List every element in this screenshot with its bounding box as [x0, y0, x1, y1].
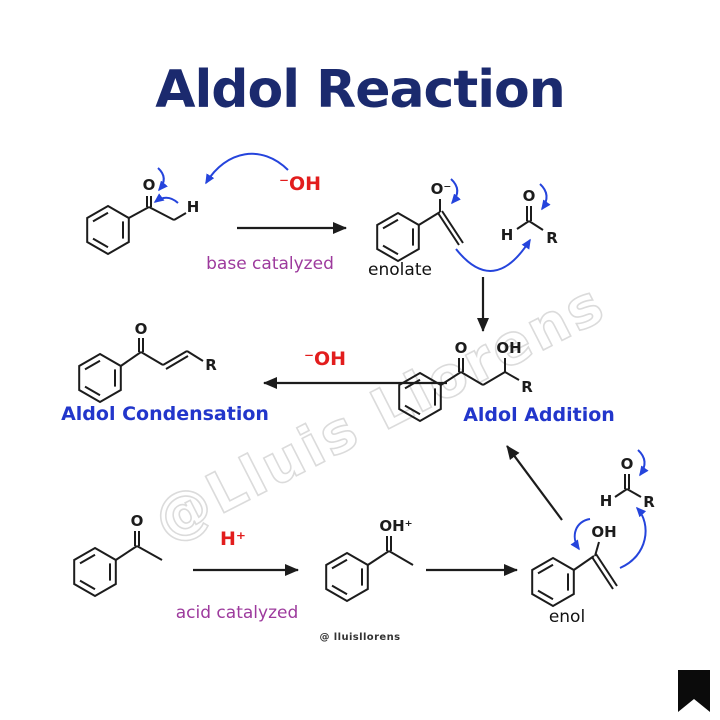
atom-r-label: R — [521, 378, 533, 396]
acid-pathway-label: acid catalyzed — [176, 603, 299, 623]
aldol-condensation-structure — [78, 338, 204, 403]
curved-arrow-aldehyde-o-top — [539, 183, 551, 211]
page-title: Aldol Reaction — [155, 60, 566, 120]
enol-label: enol — [549, 607, 585, 627]
base-pathway-label: base catalyzed — [206, 254, 334, 274]
atom-o-label: O — [455, 339, 468, 357]
enolate-structure — [376, 199, 464, 262]
atom-oh-label: OH — [496, 339, 521, 357]
atom-o-label: O — [523, 187, 536, 205]
acetophenone-structure-acid — [73, 531, 163, 597]
atom-r-label: R — [643, 493, 655, 511]
curved-arrow-enolate-attack — [455, 238, 531, 272]
curved-arrow-enol-oh — [570, 518, 591, 551]
atom-oh-plus-label: OH⁺ — [379, 517, 412, 535]
atom-h-label: H — [600, 492, 613, 510]
atom-o-minus-label: O⁻ — [431, 180, 452, 198]
protonated-ketone-structure — [325, 536, 414, 602]
author-credit: @ lluisllorens — [319, 632, 401, 643]
atom-o-label: O — [621, 455, 634, 473]
curved-arrow-enolate-o — [450, 178, 461, 205]
atom-h-label: H — [187, 198, 200, 216]
aldol-condensation-label: Aldol Condensation — [61, 403, 269, 425]
reaction-arrow-enol-to-addition — [506, 445, 563, 521]
aldehyde-structure-bottom — [614, 474, 642, 498]
curved-arrow-carbonyl-o — [157, 167, 168, 192]
enol-structure — [531, 541, 618, 607]
acetophenone-structure-base — [86, 196, 187, 255]
curved-arrow-ch-bond — [153, 193, 179, 204]
bookmark-icon[interactable] — [677, 669, 711, 713]
atom-r-label: R — [205, 356, 217, 374]
atom-r-label: R — [546, 229, 558, 247]
aldol-addition-label: Aldol Addition — [463, 404, 615, 426]
atom-oh-label: OH — [591, 523, 616, 541]
atom-h-label: H — [501, 226, 514, 244]
enolate-label: enolate — [368, 260, 432, 280]
proton-reagent-label: H⁺ — [220, 528, 246, 550]
hydroxide-reagent-label: ⁻OH — [279, 173, 321, 195]
hydroxide-reagent-label-2: ⁻OH — [304, 348, 346, 370]
curved-arrow-aldehyde-o-bottom — [637, 449, 649, 477]
curved-arrow-enol-attack — [619, 506, 647, 569]
atom-o-label: O — [135, 320, 148, 338]
curved-arrow-hydroxide-to-h — [205, 152, 289, 185]
aldehyde-structure-top — [516, 206, 544, 231]
atom-o-label: O — [143, 176, 156, 194]
atom-o-label: O — [131, 512, 144, 530]
